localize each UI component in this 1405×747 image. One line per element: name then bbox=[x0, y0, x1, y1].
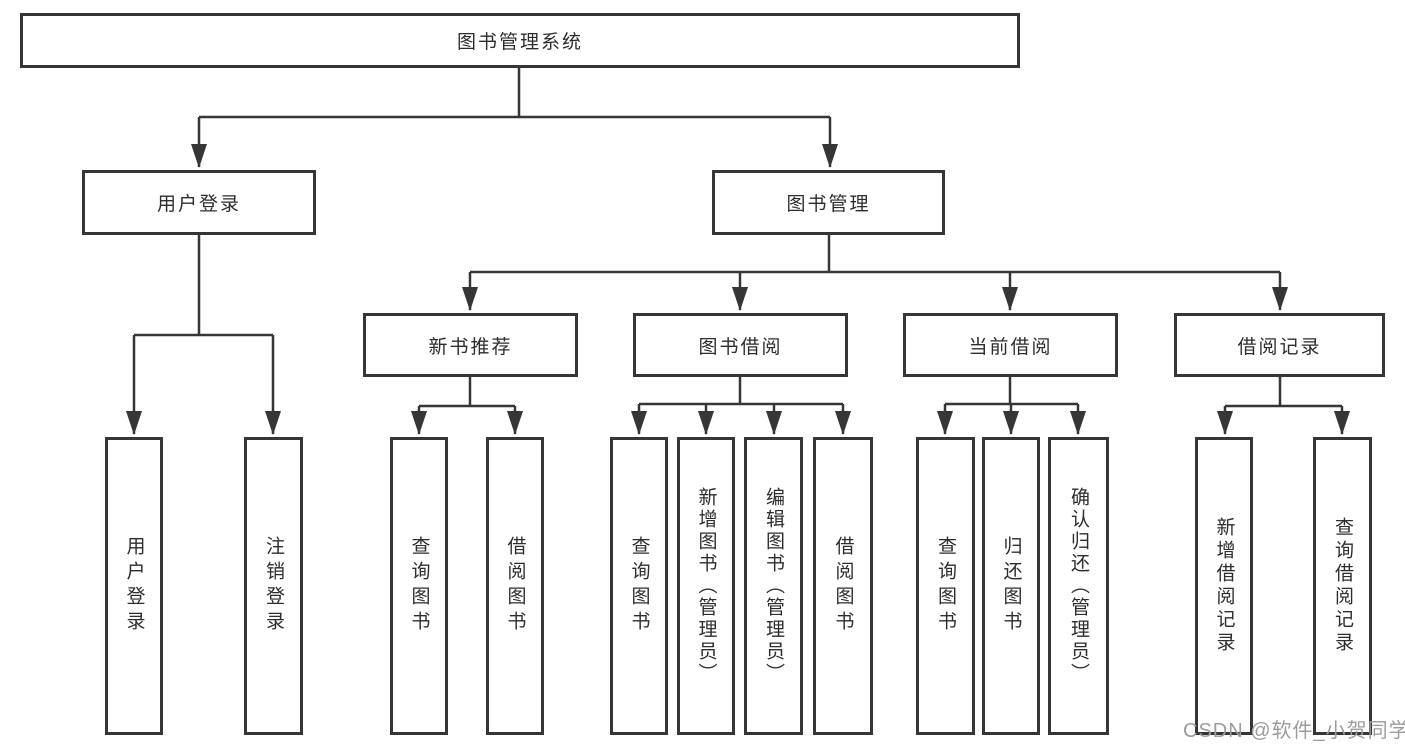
leaf-borrowing-add-book-admin: 新增图书（管理员） bbox=[677, 437, 735, 735]
leaf-borrowing-edit-book-admin: 编辑图书（管理员） bbox=[744, 437, 803, 735]
leaf-borrowing-borrow-book: 借阅图书 bbox=[813, 437, 873, 735]
node-book-borrowing: 图书借阅 bbox=[633, 313, 848, 377]
leaf-newbook-query-book: 查询图书 bbox=[390, 437, 448, 735]
leaf-user-login: 用户登录 bbox=[105, 437, 163, 735]
node-borrowing-records: 借阅记录 bbox=[1174, 313, 1385, 377]
leaf-newbook-borrow-book: 借阅图书 bbox=[486, 437, 544, 735]
node-library-system: 图书管理系统 bbox=[20, 13, 1020, 68]
node-current-borrowing: 当前借阅 bbox=[903, 313, 1118, 377]
leaf-records-query-record: 查询借阅记录 bbox=[1313, 437, 1372, 735]
leaf-current-confirm-return-admin: 确认归还（管理员） bbox=[1048, 437, 1109, 735]
leaf-current-return-book: 归还图书 bbox=[982, 437, 1040, 735]
csdn-watermark: CSDN @软件_小贺同学 bbox=[1183, 720, 1405, 742]
node-new-book-recommend: 新书推荐 bbox=[363, 313, 578, 377]
leaf-borrowing-query-book: 查询图书 bbox=[610, 437, 668, 735]
leaf-current-query-book: 查询图书 bbox=[916, 437, 975, 735]
leaf-logout: 注销登录 bbox=[244, 437, 303, 735]
node-user-login: 用户登录 bbox=[82, 170, 316, 235]
node-book-management: 图书管理 bbox=[712, 170, 945, 235]
leaf-records-add-record: 新增借阅记录 bbox=[1195, 437, 1253, 735]
